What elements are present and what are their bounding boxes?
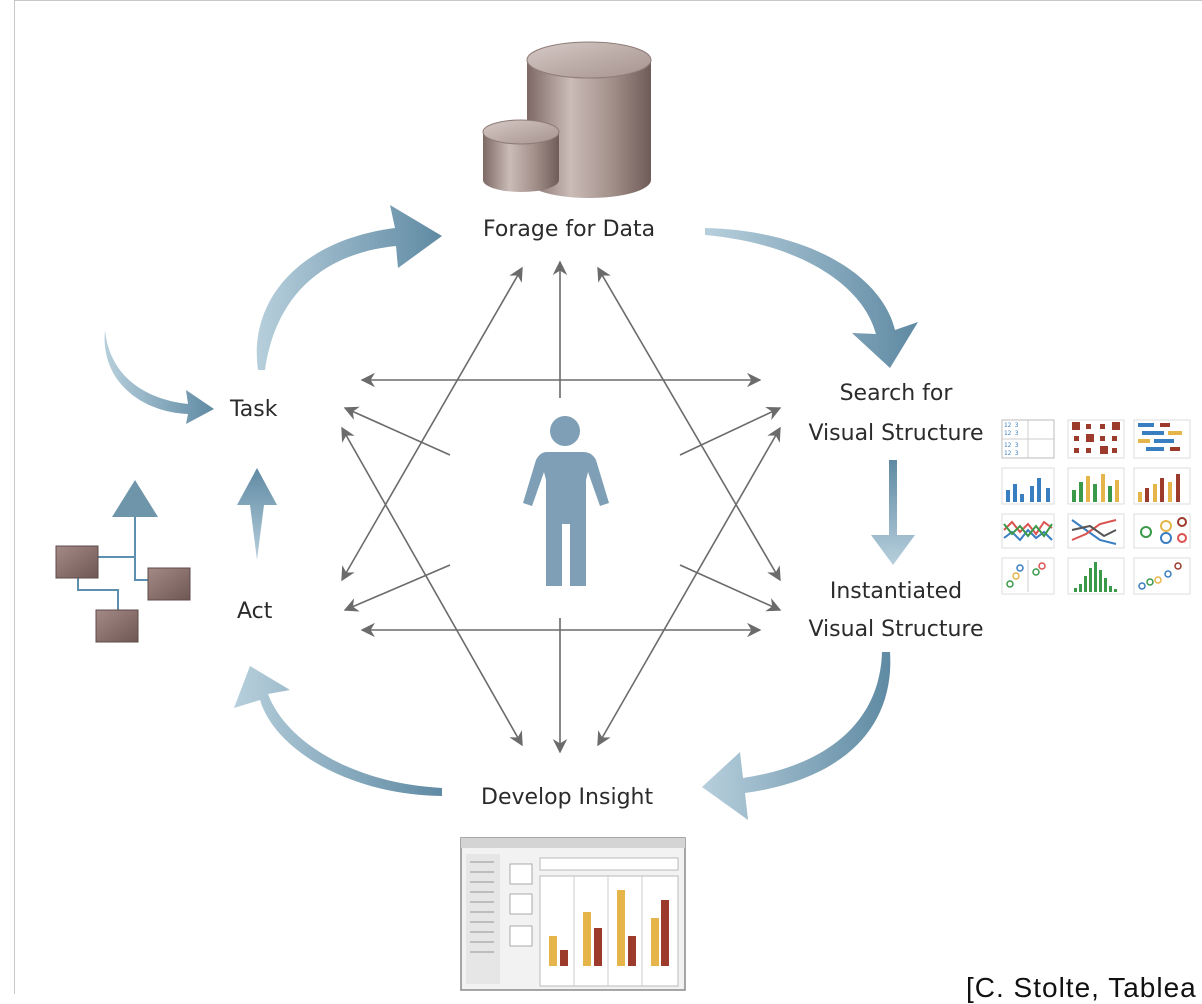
thumb-dots-grid [1067, 419, 1125, 459]
thumb-gantt [1133, 419, 1191, 459]
thumb-scatter-2 [1133, 557, 1191, 595]
thumb-numbers [1001, 419, 1055, 459]
visual-structure-thumbnails [1001, 419, 1191, 595]
label-act: Act [237, 599, 273, 624]
label-develop-insight: Develop Insight [481, 785, 654, 810]
thumb-histogram [1067, 557, 1125, 595]
thumb-bars-green-orange [1067, 467, 1125, 505]
dashboard-icon [460, 837, 686, 991]
thumb-bars-blue [1001, 467, 1055, 505]
cycle-arrow-develop-to-act [234, 666, 442, 796]
cycle-arrow-instantiated-to-develop [702, 652, 891, 820]
label-task: Task [230, 397, 278, 422]
database-icon [482, 41, 652, 198]
label-instantiated-line1: Instantiated [829, 579, 963, 604]
label-instantiated-line2: Visual Structure [808, 617, 984, 642]
cycle-arrow-task-to-forage [256, 205, 442, 370]
task-hierarchy-icon [55, 480, 191, 643]
citation-text: [C. Stolte, Tablea [966, 972, 1197, 1003]
thumb-scatter-1 [1001, 557, 1055, 595]
thumb-bars-orange-red [1133, 467, 1191, 505]
cycle-arrow-forage-to-search [705, 228, 918, 368]
thumb-circles [1133, 513, 1191, 549]
thumb-lines-2 [1067, 513, 1125, 549]
label-forage-for-data: Forage for Data [483, 217, 656, 242]
thumb-lines-1 [1001, 513, 1055, 549]
incoming-arrow-to-task [104, 330, 214, 424]
cycle-arrow-search-to-instantiated [871, 460, 915, 565]
network-arrows [341, 260, 782, 754]
thumb-numbers-text: 12 3 12 3 [1004, 422, 1019, 437]
figure-border [14, 0, 1202, 994]
label-search-line1: Search for [839, 381, 953, 406]
label-search-line2: Visual Structure [808, 421, 984, 446]
cycle-arrow-act-to-task [237, 468, 277, 560]
person-icon [523, 416, 609, 586]
thumb-numbers-text-2: 12 3 12 3 [1004, 442, 1019, 457]
